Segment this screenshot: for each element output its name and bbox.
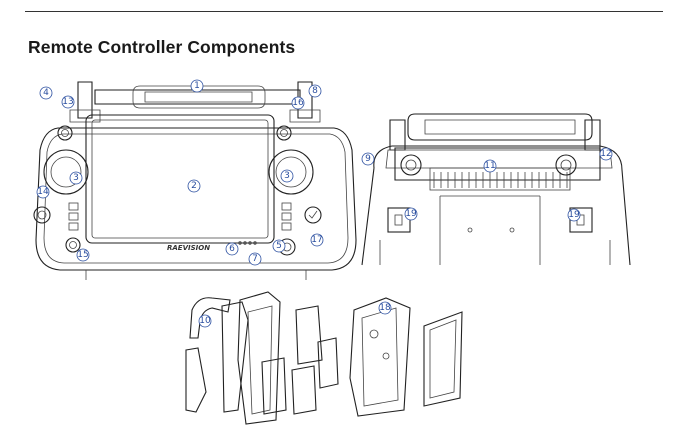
- callout-18: 18: [378, 301, 392, 315]
- svg-text:18: 18: [379, 303, 391, 313]
- svg-text:9: 9: [365, 154, 371, 164]
- svg-text:1: 1: [194, 81, 200, 91]
- callout-10: 10: [198, 314, 212, 328]
- svg-text:11: 11: [484, 161, 495, 171]
- svg-text:10: 10: [199, 316, 211, 326]
- callout-3-left: 3: [69, 171, 83, 185]
- callout-6: 6: [225, 242, 239, 256]
- svg-text:2: 2: [191, 181, 197, 191]
- callout-15: 15: [76, 248, 90, 262]
- svg-text:6: 6: [229, 244, 235, 254]
- svg-text:16: 16: [292, 98, 304, 108]
- svg-text:4: 4: [43, 88, 49, 98]
- callout-14: 14: [36, 185, 50, 199]
- callout-7: 7: [248, 252, 262, 266]
- page-title: Remote Controller Components: [28, 37, 296, 57]
- svg-text:3: 3: [284, 171, 290, 181]
- callout-19-right: 19: [567, 208, 581, 222]
- callout-3-right: 3: [280, 169, 294, 183]
- svg-text:7: 7: [252, 254, 258, 264]
- callout-2: 2: [187, 179, 201, 193]
- callout-9: 9: [361, 152, 375, 166]
- back-view-drawing: [361, 113, 631, 266]
- callout-17: 17: [310, 233, 324, 247]
- callout-12: 12: [599, 147, 613, 161]
- svg-text:13: 13: [62, 97, 73, 107]
- callout-11: 11: [483, 159, 497, 173]
- callout-8: 8: [308, 84, 322, 98]
- svg-text:19: 19: [568, 210, 580, 220]
- exploded-view-drawing: [185, 291, 463, 425]
- callout-5: 5: [272, 239, 286, 253]
- callout-1: 1: [190, 79, 204, 93]
- svg-text:14: 14: [37, 187, 49, 197]
- callout-4: 4: [39, 86, 53, 100]
- svg-text:12: 12: [600, 149, 611, 159]
- svg-text:19: 19: [405, 209, 417, 219]
- callout-13: 13: [61, 95, 75, 109]
- svg-text:8: 8: [312, 86, 318, 96]
- svg-text:15: 15: [77, 250, 88, 260]
- svg-text:3: 3: [73, 173, 79, 183]
- svg-text:17: 17: [311, 235, 322, 245]
- front-view-drawing: RAEVISION: [33, 81, 357, 280]
- brand-label: RAEVISION: [167, 244, 210, 252]
- header-rule: [25, 11, 663, 12]
- callout-19-left: 19: [404, 207, 418, 221]
- callout-16: 16: [291, 96, 305, 110]
- svg-text:5: 5: [276, 241, 282, 251]
